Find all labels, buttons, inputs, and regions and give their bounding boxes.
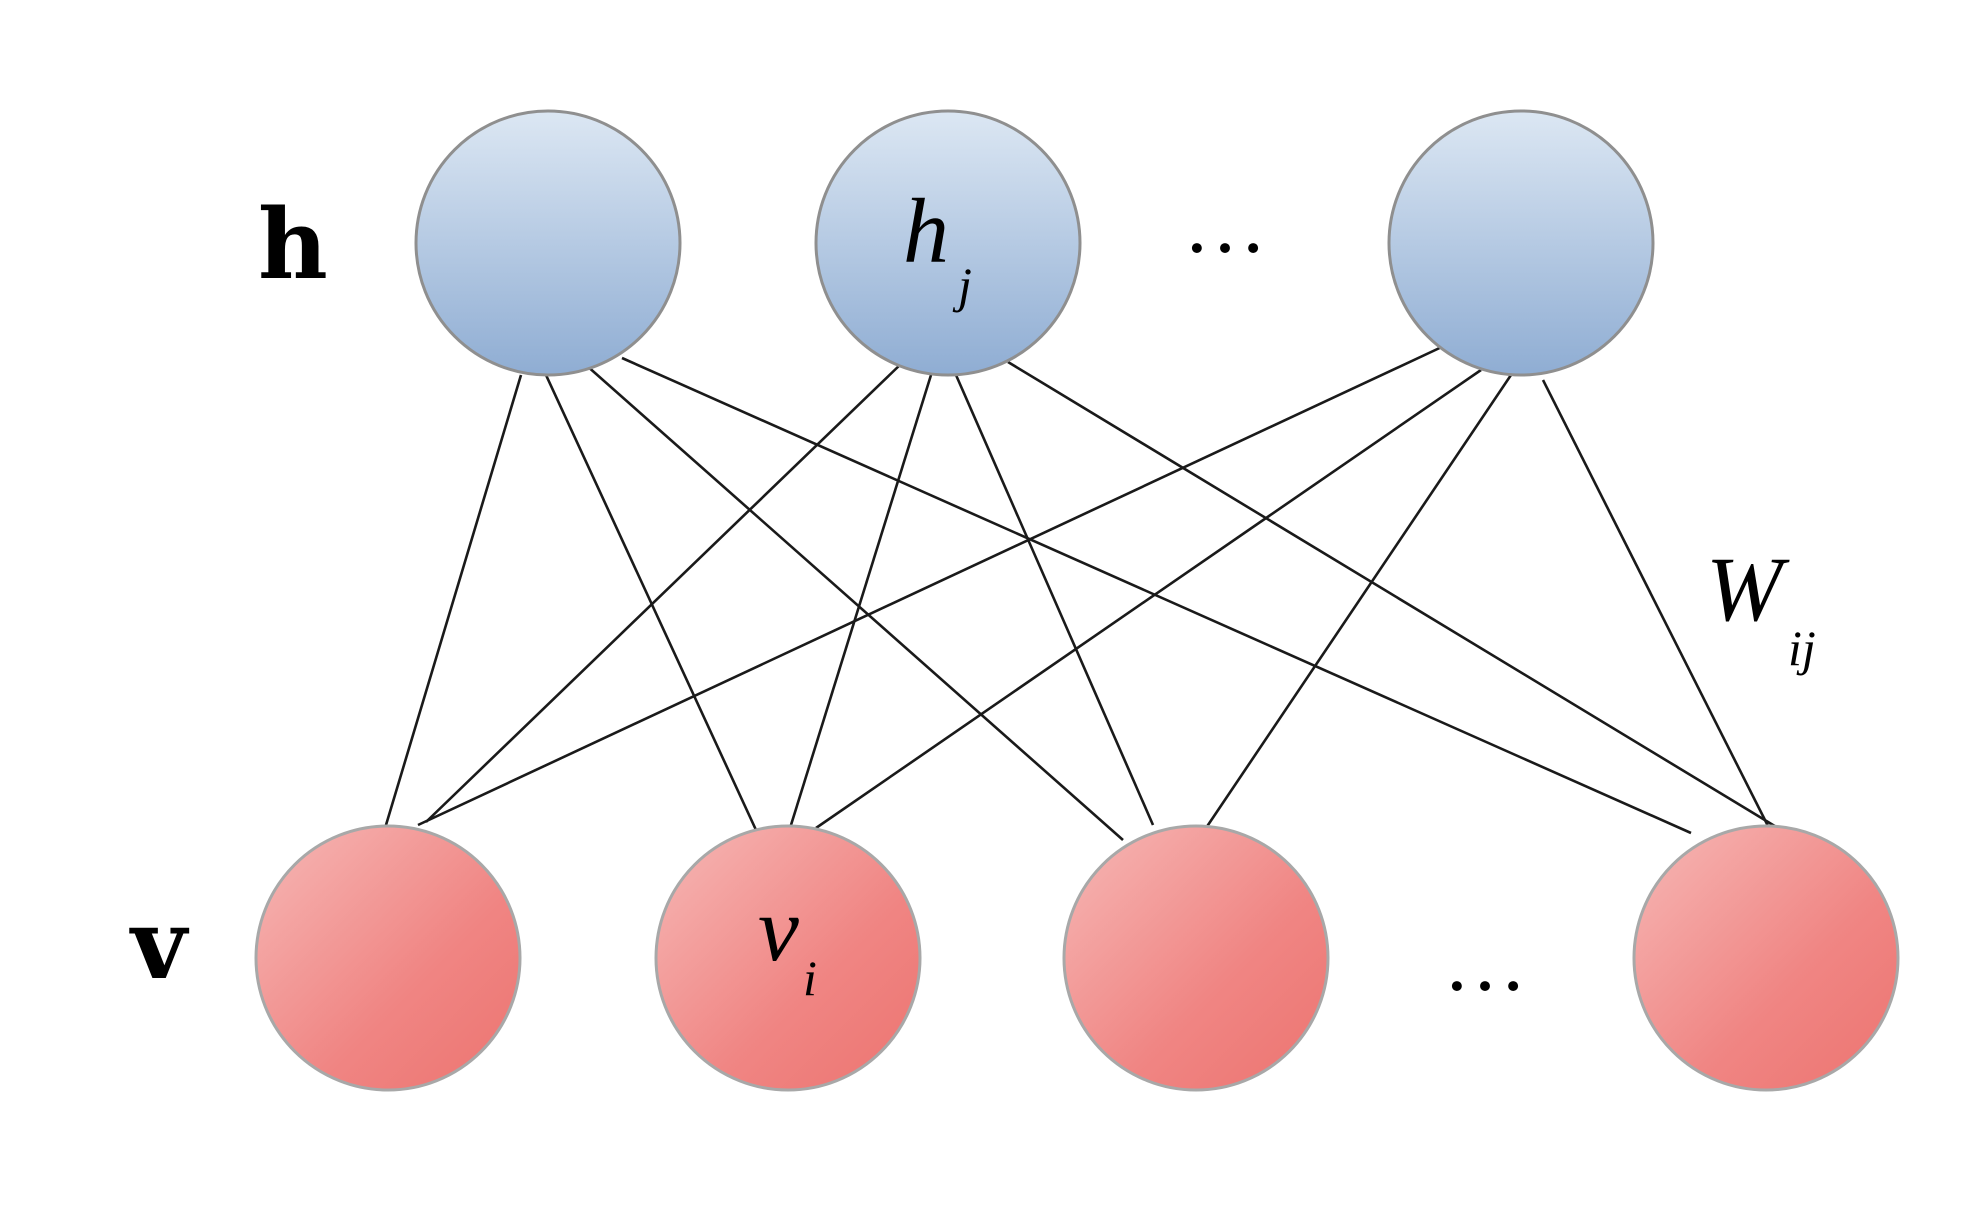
- edge-h2-v3: [954, 374, 1155, 826]
- hidden-node-j: [814, 109, 1082, 377]
- visible-layer-label: v: [129, 888, 190, 1001]
- edge-h1-v4: [621, 356, 1692, 835]
- hidden-node: [414, 109, 682, 377]
- edge-h1-v2: [544, 374, 758, 831]
- visible-layer: v v i …: [129, 824, 1900, 1092]
- hidden-layer-ellipsis: …: [1183, 178, 1267, 271]
- visible-node: [1632, 824, 1900, 1092]
- edge-h3-v3: [1204, 374, 1513, 829]
- visible-layer-ellipsis: …: [1443, 916, 1527, 1009]
- edge-h2-v1: [425, 361, 904, 823]
- visible-node-i-label: v: [758, 878, 799, 980]
- hidden-layer-label: h: [258, 188, 328, 301]
- edge-h2-v4: [1007, 360, 1779, 830]
- visible-node-i: [654, 824, 922, 1092]
- edge-h3-v2: [815, 368, 1482, 830]
- visible-node-i-subscript: i: [803, 950, 817, 1006]
- edge-h3-v4: [1541, 379, 1770, 827]
- edge-h3-v1: [417, 343, 1447, 827]
- weight-label-subscript: ij: [1788, 620, 1816, 676]
- hidden-layer: h h j …: [258, 109, 1655, 377]
- edge-h1-v1: [384, 374, 523, 826]
- edge-h1-v3: [585, 364, 1124, 841]
- visible-node: [254, 824, 522, 1092]
- hidden-node-j-label: h: [903, 180, 949, 282]
- visible-node: [1062, 824, 1330, 1092]
- hidden-node: [1387, 109, 1655, 377]
- weight-label: W ij: [1706, 538, 1816, 676]
- weight-edges: [384, 343, 1779, 841]
- edge-h2-v2: [789, 374, 933, 826]
- weight-label-main: W: [1706, 538, 1790, 640]
